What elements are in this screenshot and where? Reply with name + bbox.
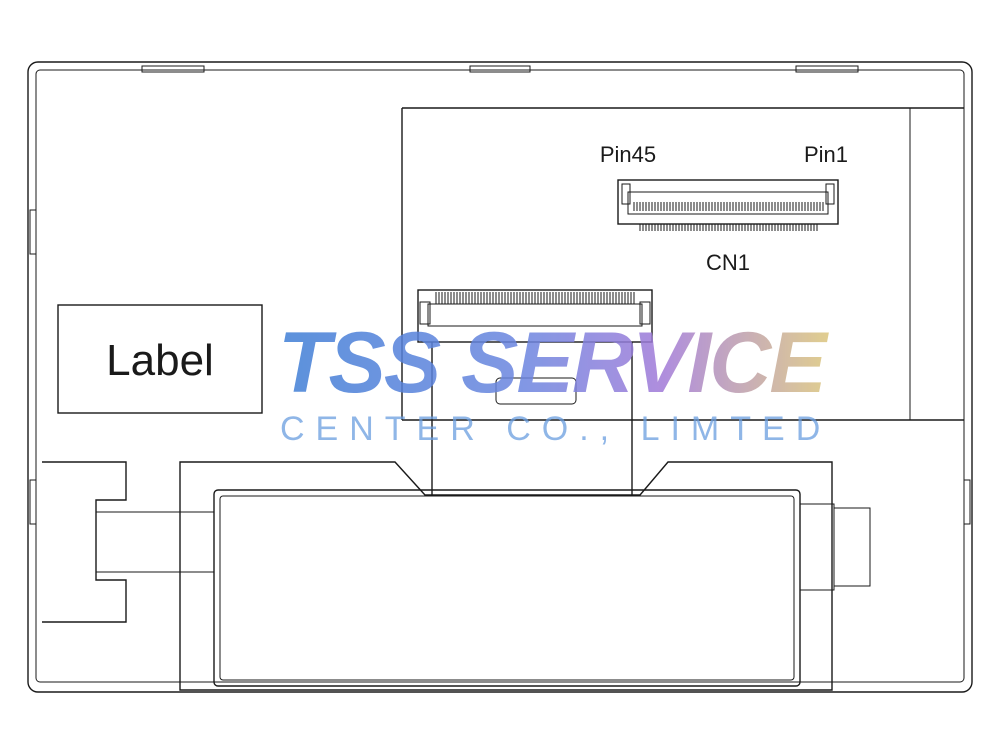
pin1-label: Pin1 [804,142,848,167]
fpc-connector [417,289,653,343]
watermark: TSS SERVICE CENTER CO., LIMTED [278,315,831,448]
watermark-subtitle: CENTER CO., LIMTED [280,410,831,448]
cn1-label: CN1 [706,250,750,275]
label-box-text: Label [106,336,214,385]
flex-cable [431,342,633,495]
cn1-connector [617,179,839,231]
pin45-label: Pin45 [600,142,656,167]
connector-plate [401,107,964,421]
watermark-title: TSS SERVICE [278,315,829,411]
label-box: Label [57,304,263,414]
left-bracket [42,461,181,623]
outer-frame [27,61,973,693]
driver-board [179,461,871,691]
